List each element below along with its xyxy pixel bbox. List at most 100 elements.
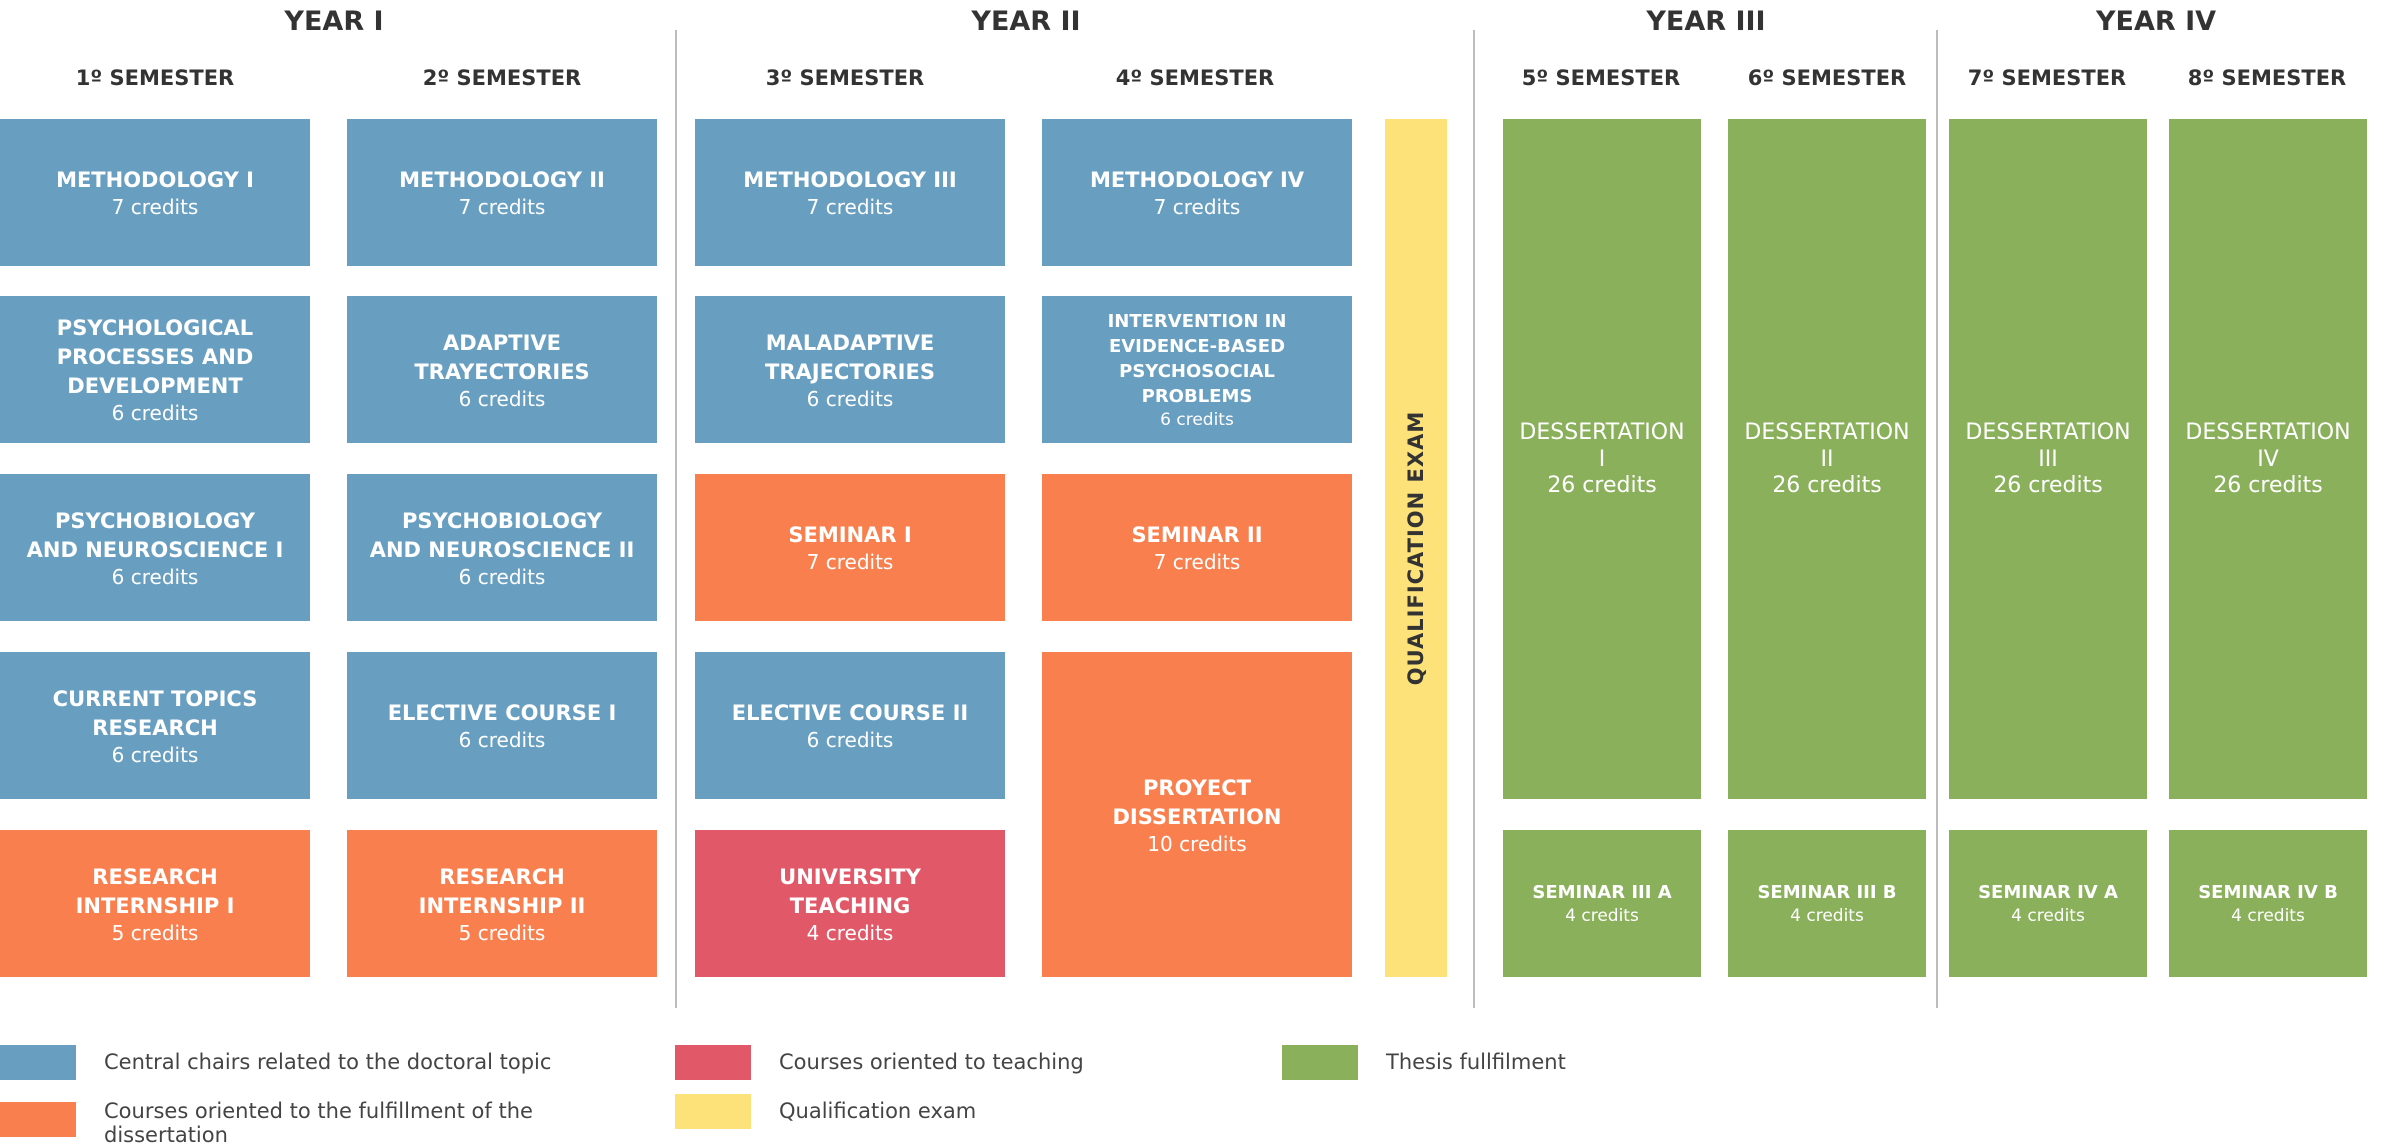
course-psychobiology-2: PSYCHOBIOLOGY AND NEUROSCIENCE II 6 cred… <box>347 474 657 621</box>
semester-4-title: 4º SEMESTER <box>1115 66 1275 90</box>
legend-label-thesis: Thesis fullfilment <box>1386 1050 1566 1074</box>
course-credits: 4 credits <box>2011 906 2085 926</box>
course-name: ELECTIVE COURSE I <box>387 701 617 725</box>
course-methodology-2: METHODOLOGY II 7 credits <box>347 119 657 266</box>
course-name: PSYCHOLOGICAL PROCESSES AND DEVELOPMENT <box>56 316 254 398</box>
course-name: SEMINAR I <box>788 523 912 547</box>
course-credits: 7 credits <box>806 195 894 219</box>
course-credits: 4 credits <box>806 920 894 945</box>
course-name: MALADAPTIVE TRAJECTORIES <box>765 330 935 384</box>
course-credits: 26 credits <box>1547 473 1657 498</box>
course-psychological-processes: PSYCHOLOGICAL PROCESSES AND DEVELOPMENT … <box>0 296 310 443</box>
course-credits: 7 credits <box>1153 195 1241 219</box>
qualification-exam-bar: QUALIFICATION EXAM <box>1385 119 1447 977</box>
qualification-exam-label: QUALIFICATION EXAM <box>1404 410 1428 686</box>
course-credits: 26 credits <box>1993 473 2103 498</box>
course-credits: 4 credits <box>1565 906 1639 926</box>
year-1-title: YEAR I <box>284 6 384 37</box>
legend-swatch-thesis <box>1282 1045 1358 1080</box>
course-psychobiology-1: PSYCHOBIOLOGY AND NEUROSCIENCE I 6 credi… <box>0 474 310 621</box>
course-university-teaching: UNIVERSITY TEACHING 4 credits <box>695 830 1005 977</box>
course-credits: 4 credits <box>1790 906 1864 926</box>
course-credits: 6 credits <box>111 742 199 767</box>
year-divider-3 <box>1936 30 1938 1008</box>
course-name: METHODOLOGY I <box>56 168 254 192</box>
legend-swatch-qualification <box>675 1094 751 1129</box>
course-name: UNIVERSITY TEACHING <box>779 864 921 918</box>
course-credits: 7 credits <box>111 195 199 219</box>
course-seminar-2: SEMINAR II 7 credits <box>1042 474 1352 621</box>
course-credits: 6 credits <box>111 401 199 425</box>
course-name: METHODOLOGY III <box>743 168 957 192</box>
year-2-title: YEAR II <box>971 6 1081 37</box>
course-credits: 7 credits <box>1153 550 1241 574</box>
semester-2-title: 2º SEMESTER <box>422 66 582 90</box>
course-credits: 5 credits <box>458 920 546 945</box>
course-credits: 6 credits <box>806 728 894 752</box>
year-divider-2 <box>1473 30 1475 1008</box>
course-credits: 7 credits <box>458 195 546 219</box>
course-elective-2: ELECTIVE COURSE II 6 credits <box>695 652 1005 799</box>
semester-3-title: 3º SEMESTER <box>765 66 925 90</box>
course-current-topics: CURRENT TOPICS RESEARCH 6 credits <box>0 652 310 799</box>
course-intervention-evidence-based: INTERVENTION IN EVIDENCE-BASED PSYCHOSOC… <box>1042 296 1352 443</box>
course-name: INTERVENTION IN EVIDENCE-BASED PSYCHOSOC… <box>1107 310 1287 407</box>
course-name: DESSERTATION III <box>1965 420 2131 472</box>
legend-label-central: Central chairs related to the doctoral t… <box>104 1050 552 1074</box>
course-credits: 6 credits <box>458 564 546 589</box>
course-name: DESSERTATION II <box>1744 420 1910 472</box>
year-divider-1 <box>675 30 677 1008</box>
course-proyect-dissertation: PROYECT DISSERTATION 10 credits <box>1042 652 1352 977</box>
course-credits: 10 credits <box>1147 831 1247 856</box>
course-credits: 6 credits <box>1160 409 1234 430</box>
course-name: DESSERTATION I <box>1519 420 1685 472</box>
course-name: CURRENT TOPICS RESEARCH <box>52 686 258 740</box>
course-name: PROYECT DISSERTATION <box>1112 775 1282 829</box>
course-credits: 26 credits <box>2213 473 2323 498</box>
course-credits: 5 credits <box>111 920 199 945</box>
semester-1-title: 1º SEMESTER <box>75 66 235 90</box>
course-name: METHODOLOGY IV <box>1089 168 1305 192</box>
dissertation-4: DESSERTATION IV 26 credits <box>2169 119 2367 799</box>
course-credits: 6 credits <box>111 564 199 589</box>
course-methodology-4: METHODOLOGY IV 7 credits <box>1042 119 1352 266</box>
course-name: PSYCHOBIOLOGY AND NEUROSCIENCE I <box>26 508 284 562</box>
course-name: METHODOLOGY II <box>399 168 605 192</box>
course-name: ELECTIVE COURSE II <box>731 701 969 725</box>
course-credits: 4 credits <box>2231 906 2305 926</box>
year-3-title: YEAR III <box>1646 6 1766 37</box>
course-name: ADAPTIVE TRAYECTORIES <box>414 330 590 384</box>
year-4-title: YEAR IV <box>2095 6 2217 37</box>
course-seminar-1: SEMINAR I 7 credits <box>695 474 1005 621</box>
course-name: PSYCHOBIOLOGY AND NEUROSCIENCE II <box>369 508 635 562</box>
course-methodology-1: METHODOLOGY I 7 credits <box>0 119 310 266</box>
seminar-3a: SEMINAR III A 4 credits <box>1503 830 1701 977</box>
dissertation-1: DESSERTATION I 26 credits <box>1503 119 1701 799</box>
course-credits: 6 credits <box>458 386 546 411</box>
course-name: RESEARCH INTERNSHIP I <box>75 864 235 918</box>
course-credits: 7 credits <box>806 550 894 574</box>
legend-swatch-central <box>0 1045 76 1080</box>
course-elective-1: ELECTIVE COURSE I 6 credits <box>347 652 657 799</box>
course-name: SEMINAR IV A <box>1978 882 2118 903</box>
course-name: SEMINAR III B <box>1757 882 1897 903</box>
course-name: DESSERTATION IV <box>2185 420 2351 472</box>
course-credits: 26 credits <box>1772 473 1882 498</box>
semester-8-title: 8º SEMESTER <box>2187 66 2347 90</box>
legend-label-dissertation: Courses oriented to the fulfillment of t… <box>104 1099 533 1147</box>
legend-swatch-dissertation <box>0 1102 76 1137</box>
semester-7-title: 7º SEMESTER <box>1967 66 2127 90</box>
course-adaptive-trayectories: ADAPTIVE TRAYECTORIES 6 credits <box>347 296 657 443</box>
semester-5-title: 5º SEMESTER <box>1521 66 1681 90</box>
legend-swatch-teaching <box>675 1045 751 1080</box>
seminar-3b: SEMINAR III B 4 credits <box>1728 830 1926 977</box>
semester-6-title: 6º SEMESTER <box>1747 66 1907 90</box>
seminar-4a: SEMINAR IV A 4 credits <box>1949 830 2147 977</box>
course-credits: 6 credits <box>458 728 546 752</box>
course-name: SEMINAR III A <box>1532 882 1672 903</box>
legend-label-qualification: Qualification exam <box>779 1099 977 1123</box>
course-maladaptive-trajectories: MALADAPTIVE TRAJECTORIES 6 credits <box>695 296 1005 443</box>
legend-label-teaching: Courses oriented to teaching <box>779 1050 1084 1074</box>
course-methodology-3: METHODOLOGY III 7 credits <box>695 119 1005 266</box>
seminar-4b: SEMINAR IV B 4 credits <box>2169 830 2367 977</box>
